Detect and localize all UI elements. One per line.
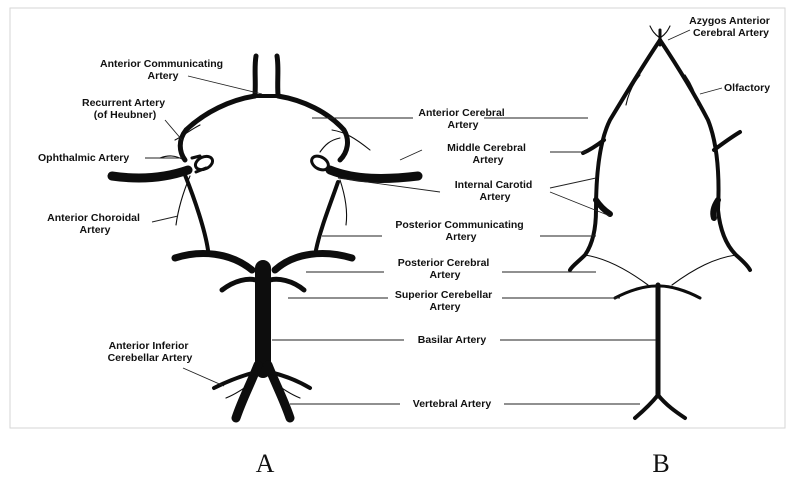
anterior-cerebral-a-right-vessel <box>277 56 278 95</box>
anterior-cerebral-a-left-vessel <box>255 56 256 95</box>
panel-label-a: A <box>256 449 275 477</box>
label-olfactory: Olfactory <box>724 82 770 94</box>
panel-label-b: B <box>652 449 669 477</box>
label-anterior-inferior-cerebellar: Anterior Inferior Cerebellar Artery <box>108 340 193 364</box>
label-azygos-anterior-cerebral: Azygos Anterior Cerebral Artery <box>689 15 773 39</box>
label-recurrent-artery: Recurrent Artery (of Heubner) <box>82 97 168 121</box>
label-ophthalmic: Ophthalmic Artery <box>38 152 129 164</box>
label-vertebral: Vertebral Artery <box>413 398 492 410</box>
label-basilar: Basilar Artery <box>418 334 487 346</box>
